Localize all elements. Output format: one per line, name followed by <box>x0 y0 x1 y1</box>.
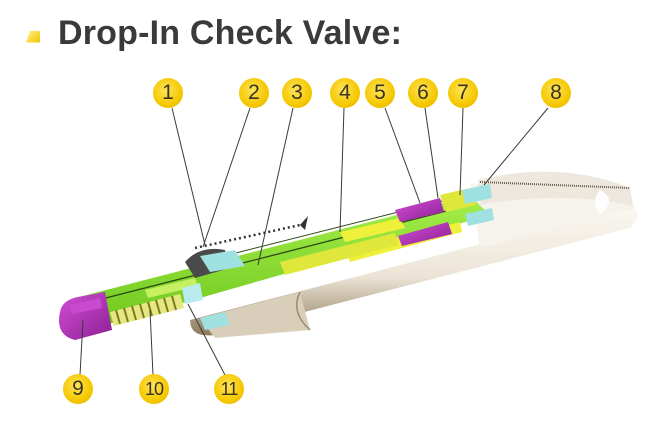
outer-pipe <box>190 171 638 338</box>
arrow-head-icon <box>300 216 308 230</box>
bullet-icon <box>26 30 40 43</box>
callout-10: 10 <box>139 374 169 404</box>
title-block: Drop-In Check Valve: <box>26 14 402 53</box>
leader-lines <box>79 107 549 376</box>
page-title: Drop-In Check Valve: <box>58 14 403 52</box>
nose-cap <box>59 292 112 340</box>
callout-6: 6 <box>408 78 438 108</box>
callout-3: 3 <box>282 78 312 108</box>
callout-2: 2 <box>239 78 269 108</box>
spring <box>110 294 184 326</box>
callout-1: 1 <box>153 78 183 108</box>
callout-5: 5 <box>365 78 395 108</box>
callout-7: 7 <box>448 78 478 108</box>
callout-9: 9 <box>63 374 93 404</box>
callout-4: 4 <box>330 78 360 108</box>
callout-8: 8 <box>541 78 571 108</box>
callout-11: 11 <box>214 374 244 404</box>
